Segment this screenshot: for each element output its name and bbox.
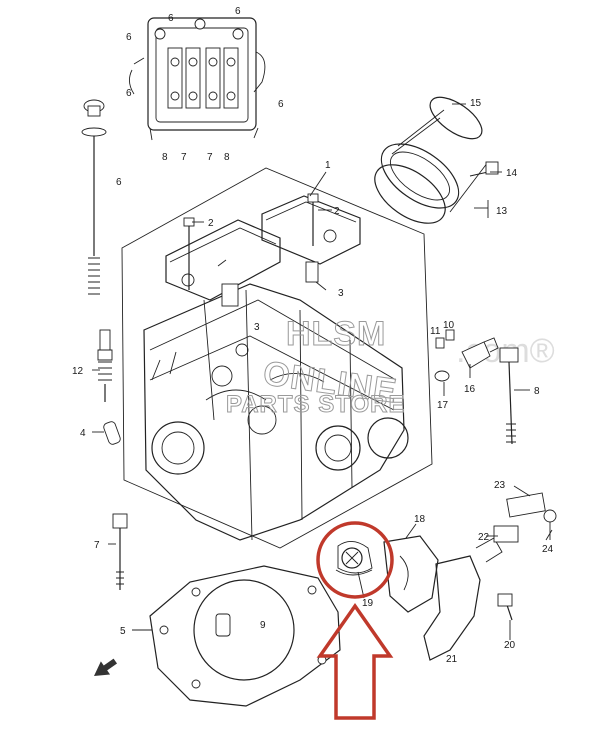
callout-2: 2: [334, 206, 340, 217]
callout-7: 7: [94, 540, 100, 551]
callout-labels: 6 6 6 6 6 6 8 7 7 8 1 2 2 3 3 15 14 13 1…: [72, 6, 554, 665]
highlight-marker: [316, 521, 394, 720]
callout-6: 6: [126, 88, 132, 99]
callout-16: 16: [464, 384, 476, 395]
thermostat-case: [383, 535, 439, 613]
callout-12: 12: [72, 366, 84, 377]
callout-10: 10: [443, 320, 455, 331]
bolt-upper-right: [307, 193, 319, 246]
callout-7: 7: [181, 152, 187, 163]
callout-24: 24: [542, 544, 554, 555]
callout-8: 8: [534, 386, 540, 397]
cam-carrier-detail: [129, 17, 266, 141]
dowel-pin: [103, 421, 121, 445]
long-stud-left: [81, 99, 107, 295]
spark-plug: [97, 329, 113, 402]
head-assembly-frame: [121, 167, 433, 549]
callout-15: 15: [470, 98, 482, 109]
callout-8: 8: [224, 152, 230, 163]
callout-2: 2: [208, 218, 214, 229]
callout-6: 6: [168, 13, 174, 24]
rocker-arm-right: [261, 195, 361, 283]
callout-18: 18: [414, 514, 426, 525]
callout-4: 4: [80, 428, 86, 439]
head-bolt-right: [499, 347, 519, 445]
callout-1: 1: [325, 160, 331, 171]
leader-lines: [92, 103, 553, 640]
highlight-circle: [316, 521, 394, 599]
callout-22: 22: [478, 532, 490, 543]
head-bolt-lower: [112, 513, 128, 590]
callout-21: 21: [446, 654, 458, 665]
callout-17: 17: [437, 400, 449, 411]
callout-6: 6: [278, 99, 284, 110]
callout-3: 3: [338, 288, 344, 299]
callout-5: 5: [120, 626, 126, 637]
watermark-line1: HLSM: [286, 315, 386, 353]
thermostat: [335, 541, 373, 576]
callout-6: 6: [126, 32, 132, 43]
highlight-arrow-icon: [316, 602, 394, 720]
callout-11: 11: [430, 326, 441, 337]
callout-9: 9: [260, 620, 266, 631]
callout-8: 8: [162, 152, 168, 163]
watermark-line3: PARTS STORE: [226, 391, 405, 418]
callout-19: 19: [362, 598, 374, 609]
head-gasket: [149, 565, 341, 707]
cylinder-head: [143, 283, 409, 541]
callout-6: 6: [116, 177, 122, 188]
front-direction-arrow-icon: [94, 658, 118, 676]
intake-pipe: [374, 96, 499, 224]
callout-23: 23: [494, 480, 506, 491]
temp-sensor: [434, 329, 499, 382]
callout-13: 13: [496, 206, 508, 217]
callout-20: 20: [504, 640, 516, 651]
water-outlet: [423, 492, 557, 661]
callout-7: 7: [207, 152, 213, 163]
callout-6: 6: [235, 6, 241, 17]
rocker-arm-left: [165, 219, 281, 307]
callout-3: 3: [254, 322, 260, 333]
callout-14: 14: [506, 168, 518, 179]
